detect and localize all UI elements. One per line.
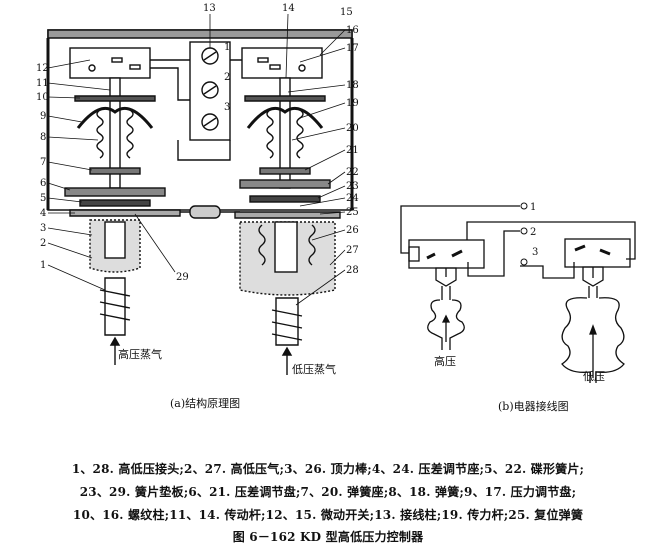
part-number: 9 [40, 111, 46, 122]
part-number: 1 [40, 260, 46, 271]
part-number: 4 [40, 208, 46, 219]
part-number: 10 [36, 92, 49, 103]
terminal-2 [520, 227, 528, 235]
terminal-label: 2 [530, 227, 536, 238]
caption-b: (b)电器接线图 [498, 399, 569, 413]
low-pressure-label: 低压 [583, 370, 605, 383]
terminal-label: 3 [224, 102, 230, 113]
terminal-label: 3 [532, 247, 538, 258]
high-pressure-vapor-label: 高压蒸气 [118, 347, 162, 361]
wiring-diagram [400, 205, 636, 383]
left-mechanism [64, 77, 181, 365]
terminal-3 [520, 258, 528, 266]
part-number: 13 [203, 3, 216, 14]
part-number: 12 [36, 63, 49, 74]
part-number: 27 [346, 245, 359, 256]
part-number: 22 [346, 167, 359, 178]
part-number: 8 [40, 132, 46, 143]
part-number: 2 [40, 238, 46, 249]
part-number: 14 [282, 3, 295, 14]
terminal-label: 1 [530, 202, 536, 213]
part-number: 25 [346, 207, 359, 218]
terminal-block [150, 41, 242, 161]
part-number: 29 [176, 272, 189, 283]
part-number: 15 [340, 7, 353, 18]
legend-line-3: 10、16. 螺纹柱;11、14. 传动杆;12、15. 微动开关;13. 接线… [72, 508, 584, 522]
part-number: 17 [346, 43, 359, 54]
low-pressure-vapor-label: 低压蒸气 [292, 362, 336, 376]
terminal-label: 2 [224, 72, 230, 83]
legend-line-2: 23、29. 簧片垫板;6、21. 压差调节盘;7、20. 弹簧座;8、18. … [79, 485, 577, 499]
legend-line-1: 1、28. 高低压接头;2、27. 高低压气;3、26. 顶力棒;4、24. 压… [71, 462, 585, 476]
part-numbers-left: 12 11 10 9 8 7 6 5 4 3 2 1 [36, 63, 49, 271]
housing [46, 29, 354, 211]
part-number: 26 [346, 225, 359, 236]
terminal-1 [520, 202, 528, 210]
part-number: 6 [40, 178, 46, 189]
figure-title: 图 6－162 KD 型高低压力控制器 [232, 530, 424, 544]
part-number: 23 [346, 181, 359, 192]
right-mechanism [234, 77, 341, 375]
terminal-label: 1 [224, 42, 230, 53]
part-number: 3 [40, 223, 46, 234]
part-number: 21 [346, 145, 359, 156]
part-number: 20 [346, 123, 359, 134]
part-number: 11 [36, 78, 49, 89]
caption-a: (a)结构原理图 [170, 396, 240, 410]
part-number: 19 [346, 98, 359, 109]
part-number: 16 [346, 25, 359, 36]
part-number: 24 [346, 193, 359, 204]
high-pressure-label: 高压 [434, 354, 456, 368]
left-micro-switch [69, 47, 151, 79]
leader-lines [47, 13, 346, 306]
part-number: 5 [40, 193, 46, 204]
part-number: 7 [40, 157, 46, 168]
part-numbers-right: 15 16 17 18 19 20 21 22 23 24 25 26 27 2… [340, 7, 359, 276]
part-number: 18 [346, 80, 359, 91]
right-micro-switch [241, 47, 323, 79]
part-number: 28 [346, 265, 359, 276]
connecting-tube [180, 205, 240, 219]
